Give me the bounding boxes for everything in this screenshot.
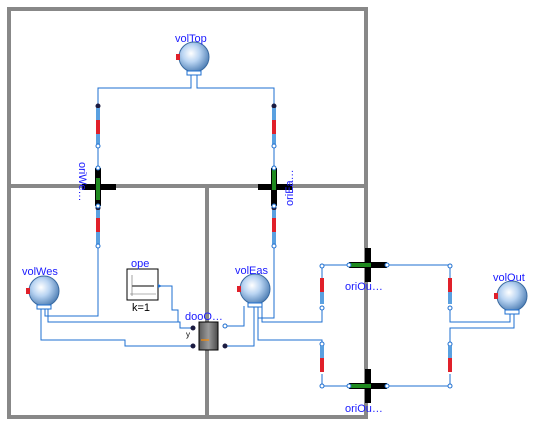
resistor-top-east[interactable] [271,103,277,149]
orifice-oriOutBot[interactable] [346,369,390,403]
orifice-oriWes[interactable] [82,165,116,209]
resistor-out-right-bottom[interactable] [447,341,453,389]
resistor-out-left-bottom[interactable] [319,341,325,389]
resistor-out-right-top[interactable] [447,263,453,311]
resistor-out-left-top[interactable] [319,263,325,311]
resistor-mid-west[interactable] [95,205,101,249]
label-volTop: volTop [175,33,207,45]
label-k: k=1 [132,302,150,314]
volume-volTop[interactable] [176,41,210,76]
label-volWes: volWes [22,266,58,278]
label-volEas: volEas [235,265,269,277]
label-oriOutTop: oriOu… [345,281,383,293]
label-oriWes: oriWe… [76,162,88,202]
orifice-oriEas[interactable] [258,165,292,209]
label-oriEas: oriEa… [284,169,296,206]
svg-text:y: y [186,330,190,339]
volume-volWes[interactable] [26,275,60,310]
ope-constant-block[interactable] [126,268,162,301]
volume-volEas[interactable] [237,273,271,308]
resistor-top-west[interactable] [95,103,101,149]
label-door: dooO… [185,311,223,323]
door-dooOpeClo[interactable]: y [186,321,228,351]
resistor-mid-east[interactable] [271,205,277,249]
label-volOut: volOut [493,272,525,284]
building-walls [7,7,368,419]
label-oriOutBot: oriOu… [345,403,383,415]
volume-volOut[interactable] [494,280,528,315]
label-ope: ope [131,258,149,270]
connection-wires [40,73,515,387]
orifice-oriOutTop[interactable] [346,248,390,282]
